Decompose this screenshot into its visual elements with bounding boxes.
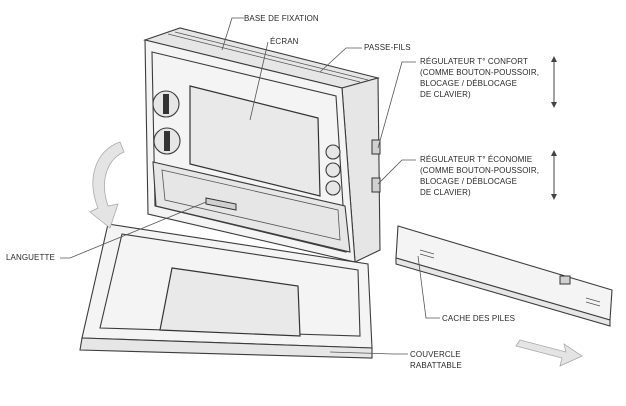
up-down-arrow-icon	[551, 56, 557, 108]
flip-cover	[79, 197, 373, 359]
label-confort-line4: DE CLAVIER)	[420, 90, 471, 99]
label-economie-line1: RÉGULATEUR T° ÉCONOMIE	[420, 155, 532, 164]
label-economie-line2: (COMME BOUTON-POUSSOIR,	[420, 166, 539, 175]
rotate-arrow-icon	[89, 141, 125, 229]
label-economie-line3: BLOCAGE / DÉBLOCAGE	[420, 177, 517, 186]
leader-lines	[60, 17, 440, 355]
label-confort-line2: (COMME BOUTON-POUSSOIR,	[420, 68, 539, 77]
label-base: BASE DE FIXATION	[244, 14, 319, 23]
label-cache: CACHE DES PILES	[442, 314, 515, 323]
lcd-screen	[189, 85, 321, 197]
control-buttons	[325, 144, 341, 196]
label-couvercle-line1: COUVERCLE	[410, 350, 461, 359]
label-passe-fils: PASSE-FILS	[364, 43, 411, 52]
left-knobs	[152, 90, 181, 155]
label-confort-line3: BLOCAGE / DÉBLOCAGE	[420, 79, 517, 88]
label-couvercle-line2: RABATTABLE	[410, 361, 462, 370]
label-languette: LANGUETTE	[6, 253, 55, 262]
label-confort-line1: RÉGULATEUR T° CONFORT	[420, 57, 528, 66]
slide-arrow-icon	[515, 339, 583, 367]
battery-cover	[395, 225, 613, 327]
up-down-arrow-icon	[551, 150, 557, 200]
label-economie-line4: DE CLAVIER)	[420, 188, 471, 197]
label-ecran: ÉCRAN	[270, 37, 299, 46]
